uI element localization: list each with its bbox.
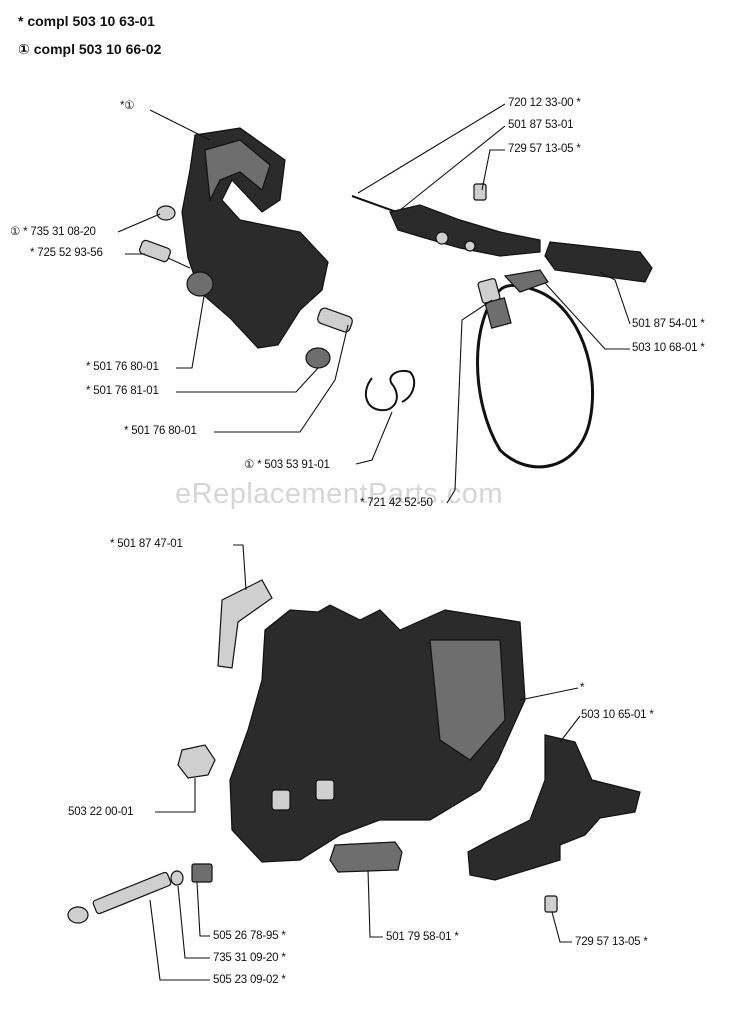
callout-735310920: 735 31 09-20 * [213,952,286,964]
callout-505230902: 505 23 09-02 * [213,974,286,986]
callout-star-circle: *① [120,100,135,112]
plate-501874701-part [217,579,273,669]
callout-503106801: 503 10 68-01 * [632,342,705,354]
nut-slot-1 [271,789,291,811]
housing-cavity-part [429,639,506,761]
callout-735310820: ① * 735 31 08-20 [10,226,96,238]
callout-501875301: 501 87 53-01 [508,119,574,131]
linkage-part [389,204,541,257]
callout-503220001: 503 22 00-01 [68,806,134,818]
callout-725529356: * 725 52 93-56 [30,247,103,259]
callout-503106501: 503 10 65-01 * [581,709,654,721]
grip-sleeve-part [544,241,653,283]
screw-729-bottom-part [544,895,558,913]
pin-part [317,307,353,333]
band-end-part [503,269,549,293]
callout-720123300: 720 12 33-00 * [508,97,581,109]
callout-501875401: 501 87 54-01 * [632,318,705,330]
bushing-part [186,271,214,297]
header-compl-circle: ① compl 503 10 66-02 [18,41,162,57]
callout-501874701: * 501 87 47-01 [110,538,183,550]
nut-503220001-part [177,744,216,779]
callout-503539101: ① * 503 53 91-01 [244,459,330,471]
callout-729571305-a: 729 57 13-05 * [508,143,581,155]
circlip-part [156,205,176,221]
washer-part [305,347,331,369]
clip-505267895-part [191,863,213,883]
callout-501768001-b: * 501 76 80-01 [124,425,197,437]
callout-501795801: 501 79 58-01 * [386,931,459,943]
washer-735310920-part [170,870,184,886]
leader-lines [117,103,631,981]
spring-part [364,370,416,412]
cover-503106501-part [467,734,641,881]
callout-721425250: * 721 42 52-50 [360,497,433,509]
brake-band-part [476,283,595,469]
callout-501768101: * 501 76 81-01 [86,385,159,397]
callout-star: * [580,682,585,694]
watermark: eReplacementParts.com [175,478,504,510]
header-compl-star: * compl 503 10 63-01 [18,13,155,29]
callout-729571305-b: 729 57 13-05 * [575,936,648,948]
callout-505267895: 505 26 78-95 * [213,930,286,942]
callout-501768001-a: * 501 76 80-01 [86,361,159,373]
bolt-505230902-part [92,871,172,915]
lever-highlight-part [204,139,271,203]
screw-725-part [139,239,171,263]
nut-slot-2 [315,779,335,801]
screw-729-top-part [473,183,487,201]
block-501795801-part [329,841,403,873]
